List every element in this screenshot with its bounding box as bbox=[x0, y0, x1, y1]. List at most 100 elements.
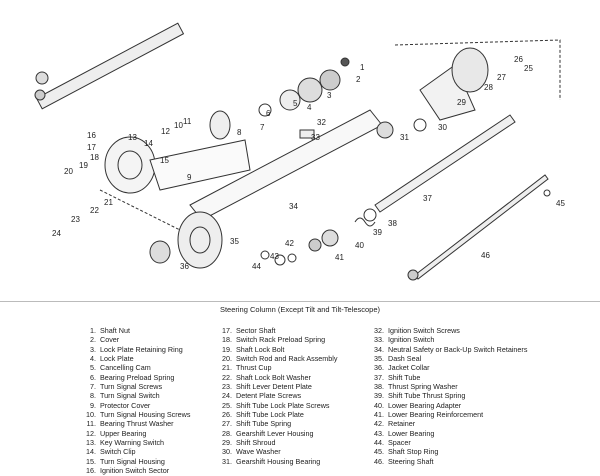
legend-number: 32. bbox=[374, 326, 384, 335]
legend-label: Turn Signal Housing bbox=[100, 456, 165, 466]
callout-number: 12 bbox=[161, 127, 170, 136]
legend-item: 38.Thrust Spring Washer bbox=[368, 382, 527, 391]
callout-number: 1 bbox=[360, 63, 365, 72]
legend-number: 2. bbox=[90, 335, 96, 345]
callout-number: 38 bbox=[388, 219, 397, 228]
legend-number: 34. bbox=[374, 344, 384, 354]
callout-number: 43 bbox=[270, 252, 279, 261]
legend-item: 13. Key Warning Switch bbox=[80, 438, 190, 447]
legend-label: Lock Plate Retaining Ring bbox=[100, 344, 183, 354]
legend-label: Detent Plate Screws bbox=[236, 391, 302, 401]
callout-number: 37 bbox=[423, 194, 432, 203]
callout-number: 15 bbox=[160, 156, 169, 165]
legend-number: 45. bbox=[374, 447, 384, 457]
legend-item: 24. Detent Plate Screws bbox=[216, 391, 337, 400]
legend-item: 34. Neutral Safety or Back-Up Switch Reta… bbox=[368, 345, 527, 354]
legend-label: Switch Rod and Rack Assembly bbox=[236, 354, 338, 364]
legend-label: Shift Tube Lock Plate Screws bbox=[236, 400, 330, 410]
legend-label: Turn Signal Switch bbox=[100, 391, 160, 401]
legend-label: Dash Seal bbox=[388, 354, 422, 364]
steering-shaft-illustration bbox=[407, 174, 551, 281]
legend-label: Gearshift Lever Housing bbox=[236, 428, 314, 438]
callout-number: 29 bbox=[457, 98, 466, 107]
callout-number: 3 bbox=[327, 91, 332, 100]
legend-item: 25. Shift Tube Lock Plate Screws bbox=[216, 401, 337, 410]
callout-number: 44 bbox=[252, 262, 261, 271]
legend-number: 9. bbox=[90, 400, 96, 410]
legend-label: Sector Shaft bbox=[236, 326, 276, 335]
callout-number: 22 bbox=[90, 206, 99, 215]
legend-number: 40. bbox=[374, 400, 384, 410]
legend-item: 14.Switch Clip bbox=[80, 447, 190, 456]
legend-item: 3.Lock Plate Retaining Ring bbox=[80, 345, 190, 354]
legend-item: 43.Lower Bearing bbox=[368, 429, 527, 438]
legend-label: Gearshift Housing Bearing bbox=[236, 456, 321, 466]
dash-seal-illustration bbox=[149, 211, 297, 269]
callout-number: 41 bbox=[335, 253, 344, 262]
callout-number: 27 bbox=[497, 73, 506, 82]
callout-number: 25 bbox=[524, 64, 533, 73]
legend-number: 6. bbox=[90, 372, 96, 382]
legend-label: Neutral Safety or Back-Up Switch Retaine… bbox=[388, 344, 528, 354]
legend-number: 11. bbox=[86, 419, 96, 429]
legend-number: 13. bbox=[86, 438, 96, 448]
legend-label: Wave Washer bbox=[236, 447, 281, 457]
legend-number: 39. bbox=[374, 391, 384, 401]
legend-label: Switch Clip bbox=[100, 447, 136, 457]
assembled-column-illustration bbox=[34, 22, 185, 110]
legend-number: 16. bbox=[86, 466, 96, 476]
callout-number: 42 bbox=[285, 239, 294, 248]
callout-number: 7 bbox=[260, 123, 265, 132]
callout-number: 39 bbox=[373, 228, 382, 237]
legend-item: 45.Shaft Stop Ring bbox=[368, 447, 527, 456]
callout-number: 2 bbox=[356, 75, 361, 84]
legend-number: 7. bbox=[90, 382, 96, 392]
legend-item: 2.Cover bbox=[80, 335, 190, 344]
turn-signal-housing-illustration bbox=[99, 136, 251, 241]
legend-number: 44. bbox=[374, 438, 384, 448]
legend-item: 19.Shaft Lock Bolt bbox=[216, 345, 337, 354]
legend-item: 44.Spacer bbox=[368, 438, 527, 447]
callout-number: 33 bbox=[311, 133, 320, 142]
callout-number: 11 bbox=[183, 117, 192, 126]
callout-number: 16 bbox=[87, 131, 96, 140]
callout-number: 34 bbox=[289, 202, 298, 211]
legend-label: Ignition Switch Screws bbox=[388, 326, 460, 335]
legend-label: Switch Rack Preload Spring bbox=[236, 335, 326, 345]
legend-item: 1.Shaft Nut bbox=[80, 326, 190, 335]
callout-number: 18 bbox=[90, 153, 99, 162]
legend-label: Shaft Nut bbox=[100, 326, 130, 335]
callout-number: 35 bbox=[230, 237, 239, 246]
legend-label: Shift Lever Detent Plate bbox=[236, 382, 312, 392]
legend-number: 31. bbox=[222, 456, 232, 466]
legend-item: 32. Ignition Switch Screws bbox=[368, 326, 527, 335]
legend-number: 37. bbox=[374, 372, 384, 382]
callout-number: 26 bbox=[514, 55, 523, 64]
legend-number: 25. bbox=[222, 400, 232, 410]
legend-number: 41. bbox=[374, 410, 384, 420]
legend-item: 29.Shift Shroud bbox=[216, 438, 337, 447]
switch-parts-illustration bbox=[209, 57, 350, 140]
legend-label: Shift Shroud bbox=[236, 438, 276, 448]
legend-label: Cancelling Cam bbox=[100, 363, 151, 373]
legend-number: 21. bbox=[222, 363, 232, 373]
legend-label: Key Warning Switch bbox=[100, 438, 165, 448]
legend-label: Thrust Spring Washer bbox=[388, 382, 458, 392]
legend-label: Ignition Switch bbox=[388, 335, 435, 345]
legend-number: 42. bbox=[374, 419, 384, 429]
legend-item: 6.Bearing Preload Spring bbox=[80, 373, 190, 382]
legend-label: Protector Cover bbox=[100, 400, 151, 410]
callout-number: 45 bbox=[556, 199, 565, 208]
legend-number: 24. bbox=[222, 391, 232, 401]
legend-item: 16.Ignition Switch Sector bbox=[80, 466, 190, 475]
legend-number: 22. bbox=[222, 372, 232, 382]
legend-label: Bearing Thrust Washer bbox=[100, 419, 174, 429]
callout-number: 24 bbox=[52, 229, 61, 238]
legend-item: 40.Lower Bearing Adapter bbox=[368, 401, 527, 410]
legend-number: 30. bbox=[222, 447, 232, 457]
legend-number: 36. bbox=[374, 363, 384, 373]
